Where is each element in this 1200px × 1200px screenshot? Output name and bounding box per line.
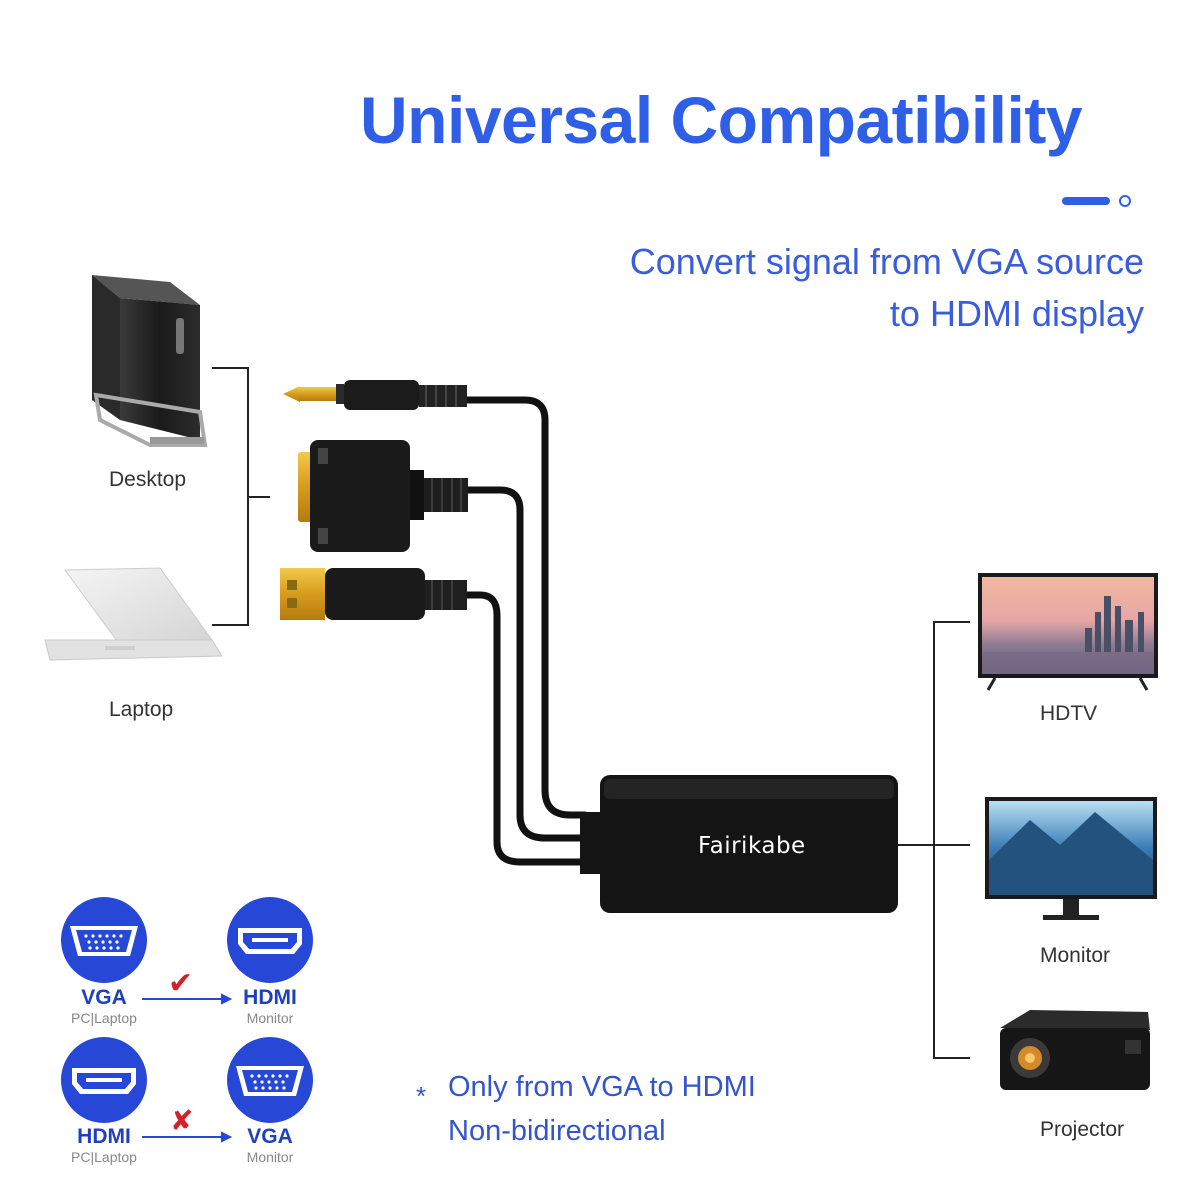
note-line-2: Non-bidirectional [448,1115,666,1147]
hdtv-label: HDTV [1040,702,1098,725]
row2-to-sub: Monitor [246,1149,294,1165]
row1-from-sub: PC|Laptop [71,1010,137,1026]
decorative-dot [1119,195,1131,207]
vga-connector [298,440,468,552]
decorative-dash [1062,197,1110,205]
adapter-cables [461,396,589,866]
usb-connector [280,568,467,620]
hdmi-port-icon-2 [72,1068,136,1094]
desktop-label: Desktop [109,468,187,491]
row1-to-label: HDMI [243,986,297,1009]
subtitle-line-1: Convert signal from VGA source [629,241,1144,282]
check-icon: ✔ [168,966,194,1001]
page-title: Universal Compatibility [360,83,1083,157]
row2-from-sub: PC|Laptop [71,1149,137,1165]
audio-jack-connector [283,380,467,410]
adapter-box [580,775,898,913]
hdmi-port-icon [238,928,302,954]
display-bracket [897,621,970,1059]
laptop-icon [44,567,223,661]
row2-to-label: VGA [247,1125,293,1148]
projector-icon [1000,1010,1150,1090]
vga-port-icon [70,926,138,956]
hdtv-icon [978,573,1158,691]
row1-from-label: VGA [81,986,127,1009]
adapter-brand-logo: Fairikabe [698,833,806,859]
row2-from-label: HDMI [77,1125,131,1148]
laptop-label: Laptop [109,698,174,721]
source-bracket [212,367,270,626]
vga-port-icon-2 [236,1066,304,1096]
monitor-icon [985,797,1157,920]
projector-label: Projector [1040,1118,1125,1141]
desktop-icon [92,275,208,447]
note-asterisk: * [416,1081,427,1111]
row1-to-sub: Monitor [246,1010,294,1026]
subtitle-line-2: to HDMI display [889,293,1144,334]
compatibility-diagram [61,897,313,1143]
monitor-label: Monitor [1040,944,1111,967]
cross-icon: ✘ [170,1104,194,1137]
note-line-1: Only from VGA to HDMI [448,1071,756,1103]
